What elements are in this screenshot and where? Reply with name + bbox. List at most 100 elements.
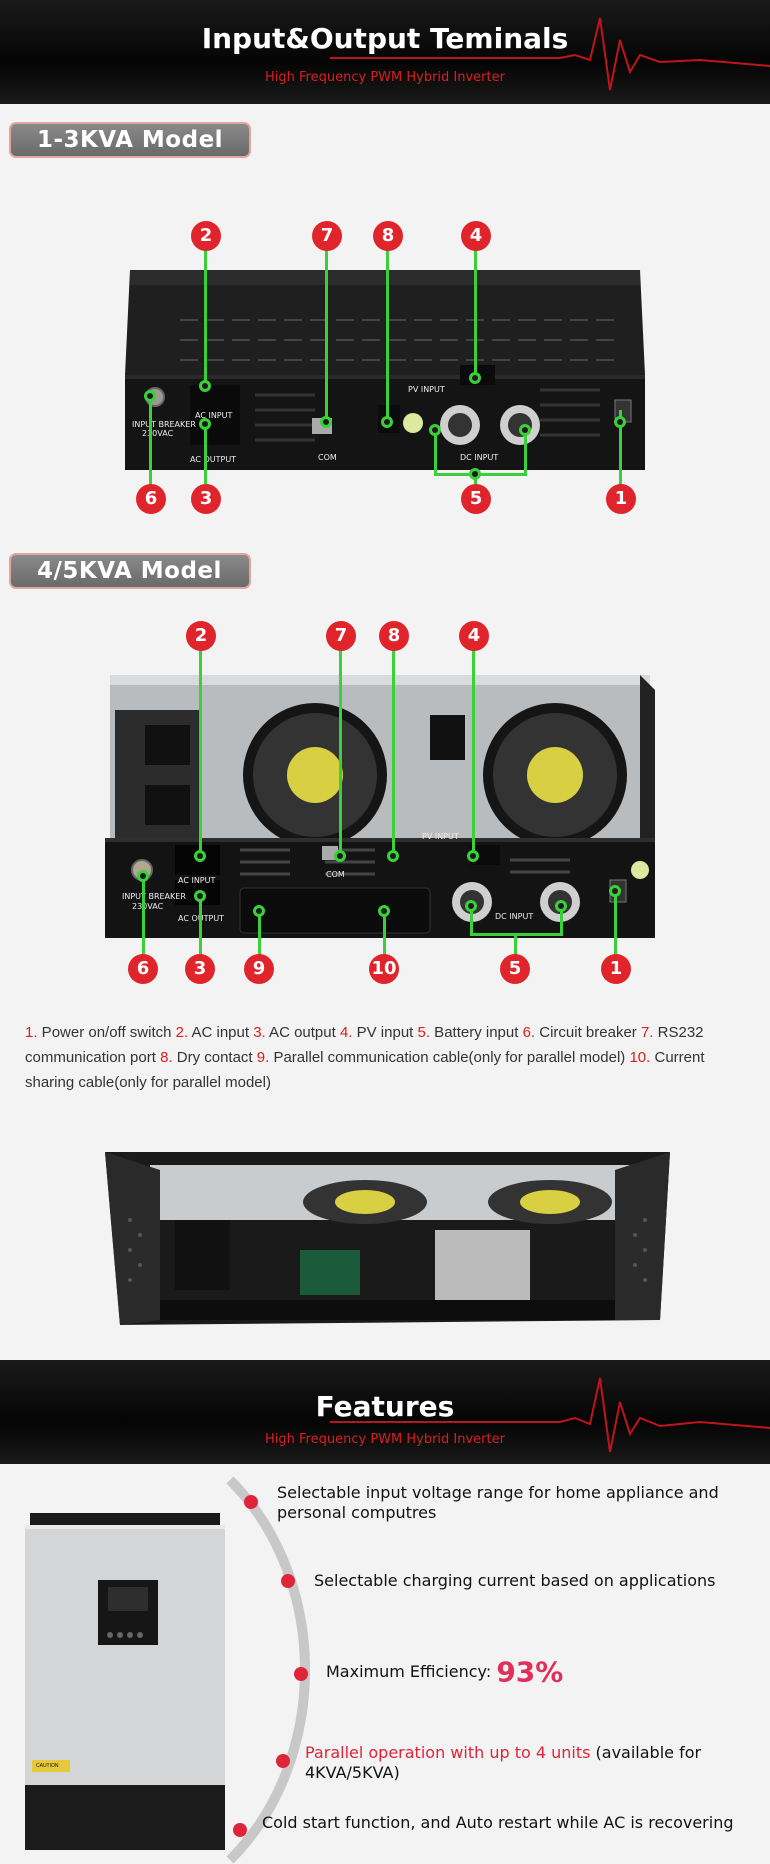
header-banner: Input&Output Teminals High Frequency PWM…: [0, 0, 770, 104]
callout-line: [199, 650, 202, 855]
callout-line: [560, 905, 563, 935]
legend-item: 1. Power on/off switch: [25, 1024, 176, 1041]
legend-item: 5. Battery input: [417, 1024, 523, 1041]
marker-2: 2: [191, 221, 221, 251]
callout-dot: [199, 380, 211, 392]
callout-line: [470, 905, 473, 935]
terminal-legend: 1. Power on/off switch 2. AC input 3. AC…: [25, 1020, 755, 1095]
marker-3: 3: [185, 954, 215, 984]
callout-dot: [320, 416, 332, 428]
marker-7: 7: [312, 221, 342, 251]
label-input-breaker: INPUT BREAKER: [122, 892, 186, 901]
marker-4: 4: [459, 621, 489, 651]
label-dc-input: DC INPUT: [460, 453, 499, 462]
callout-dot: [469, 468, 481, 480]
features-title: Features: [315, 1390, 455, 1423]
marker-1: 1: [601, 954, 631, 984]
marker-8: 8: [373, 221, 403, 251]
callout-dot: [199, 418, 211, 430]
pulse-wave-graphic: [330, 1377, 770, 1453]
callout-line: [204, 424, 207, 484]
pulse-wave-graphic: [330, 17, 770, 91]
label-ac-input: AC INPUT: [178, 876, 216, 885]
feature-item: Parallel operation with up to 4 units (a…: [305, 1743, 702, 1782]
callout-line: [142, 875, 145, 955]
label-com: COM: [326, 870, 345, 879]
label-pv-input: PV INPUT: [422, 832, 459, 841]
callout-line: [258, 910, 261, 955]
feature-item: Maximum Efficiency: 93%: [326, 1655, 564, 1689]
inverter-front-graphic: [25, 1513, 225, 1850]
callout-dot: [253, 905, 265, 917]
inverter-front-photo: CAUTION: [20, 1505, 235, 1855]
callout-line: [392, 650, 395, 855]
label-com: COM: [318, 453, 337, 462]
callout-line: [614, 890, 617, 955]
callout-dot: [378, 905, 390, 917]
label-ac-input: AC INPUT: [195, 411, 233, 420]
feature-item: Selectable input voltage range for home …: [277, 1483, 719, 1522]
model-tag-1-3kva: 1-3KVA Model: [9, 122, 251, 158]
callout-dot: [387, 850, 399, 862]
callout-line: [514, 933, 517, 955]
callout-dot: [334, 850, 346, 862]
model-tag-4-5kva: 4/5KVA Model: [9, 553, 251, 589]
legend-item: 10. Current sharing cable(only for paral…: [25, 1049, 705, 1091]
marker-6: 6: [136, 484, 166, 514]
legend-item: 8. Dry contact: [160, 1049, 257, 1066]
callout-line: [524, 430, 527, 475]
callout-dot: [614, 416, 626, 428]
device-4-5kva: INPUT BREAKER 230VAC AC INPUT AC OUTPUT …: [100, 670, 655, 940]
callout-line: [434, 430, 437, 475]
callout-dot: [555, 900, 567, 912]
banner-title: Input&Output Teminals: [201, 22, 569, 55]
feature-item: Selectable charging current based on app…: [314, 1571, 716, 1590]
callout-dot: [465, 900, 477, 912]
callout-dot: [469, 372, 481, 384]
device-1-3kva: INPUT BREAKER 230VAC AC INPUT AC OUTPUT …: [120, 265, 650, 470]
features-banner: Features High Frequency PWM Hybrid Inver…: [0, 1360, 770, 1464]
callout-dot: [194, 890, 206, 902]
feature-bullet: [244, 1495, 258, 1509]
marker-10: 10: [369, 954, 399, 984]
callout-dot: [467, 850, 479, 862]
caution-label: CAUTION: [36, 1763, 59, 1769]
callout-dot: [609, 885, 621, 897]
marker-1: 1: [606, 484, 636, 514]
callout-line: [325, 250, 328, 422]
callout-dot: [194, 850, 206, 862]
legend-item: 6. Circuit breaker: [522, 1024, 641, 1041]
callout-line: [383, 910, 386, 955]
marker-5: 5: [461, 484, 491, 514]
callout-line: [149, 395, 152, 485]
marker-7: 7: [326, 621, 356, 651]
legend-item: 4. PV input: [339, 1024, 418, 1041]
feature-bullet: [276, 1754, 290, 1768]
inverter-interior-graphic: [105, 1152, 670, 1325]
feature-bullet: [281, 1574, 295, 1588]
label-rating: 230VAC: [132, 902, 164, 911]
feature-item: Cold start function, and Auto restart wh…: [262, 1813, 734, 1832]
marker-2: 2: [186, 621, 216, 651]
callout-dot: [144, 390, 156, 402]
callout-dot: [519, 424, 531, 436]
callout-line: [472, 650, 475, 855]
callout-line: [339, 650, 342, 855]
callout-line: [619, 410, 622, 485]
callout-line: [386, 250, 389, 422]
callout-line: [204, 250, 207, 387]
callout-line: [474, 250, 477, 378]
label-ac-output: AC OUTPUT: [190, 455, 237, 464]
legend-item: 2. AC input: [175, 1024, 254, 1041]
label-dc-input: DC INPUT: [495, 912, 534, 921]
legend-item: 9. Parallel communication cable(only for…: [256, 1049, 630, 1066]
device-rear-graphic: [125, 270, 645, 470]
callout-dot: [137, 870, 149, 882]
marker-8: 8: [379, 621, 409, 651]
marker-4: 4: [461, 221, 491, 251]
callout-dot: [381, 416, 393, 428]
marker-5: 5: [500, 954, 530, 984]
callout-dot: [429, 424, 441, 436]
legend-item: 3. AC output: [253, 1024, 340, 1041]
legend-item: 7. RS232 communication port: [25, 1024, 704, 1066]
